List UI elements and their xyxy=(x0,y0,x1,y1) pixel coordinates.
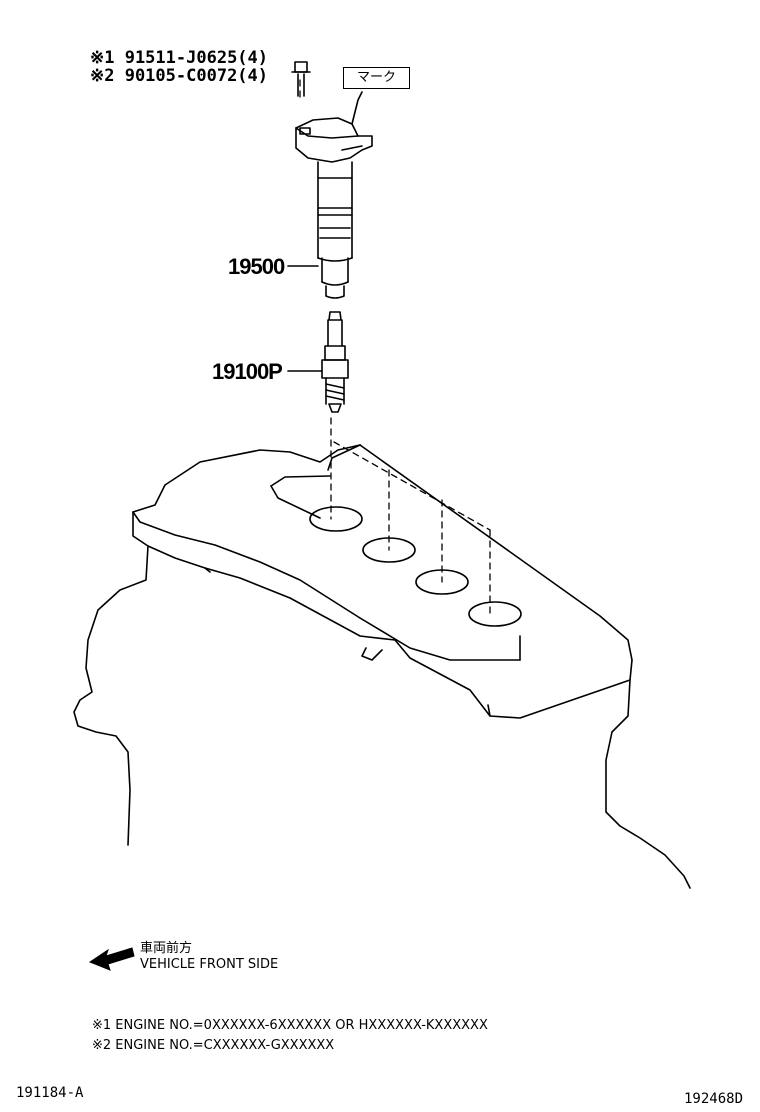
ignition-coil-icon xyxy=(295,91,373,299)
front-direction-jp: 車両前方 xyxy=(140,941,193,956)
mark-label: マーク xyxy=(343,67,410,89)
bolt-icon xyxy=(291,61,311,97)
spark-plug-icon xyxy=(321,311,349,413)
alignment-lines xyxy=(299,79,491,615)
spark-plug-part-number: 19100P xyxy=(212,359,283,384)
engine-note-1: ※1 ENGINE NO.=0XXXXXX-6XXXXXX OR HXXXXXX… xyxy=(92,1018,488,1033)
front-direction-en: VEHICLE FRONT SIDE xyxy=(140,957,279,972)
plug-hole-1 xyxy=(309,506,363,532)
figure-id: 191184-A xyxy=(16,1085,84,1101)
bolt-part-number-1: ※1 91511-J0625(4) xyxy=(90,48,269,68)
ignition-coil-part-number: 19500 xyxy=(228,254,285,279)
engine-note-2: ※2 ENGINE NO.=CXXXXXX-GXXXXXX xyxy=(92,1038,335,1053)
drawing-id: 192468D xyxy=(684,1091,744,1107)
bolt-part-number-2: ※2 90105-C0072(4) xyxy=(90,66,269,86)
vehicle-front-arrow-icon xyxy=(88,947,135,971)
engine-outline xyxy=(73,444,691,889)
plug-hole-4 xyxy=(468,601,522,627)
